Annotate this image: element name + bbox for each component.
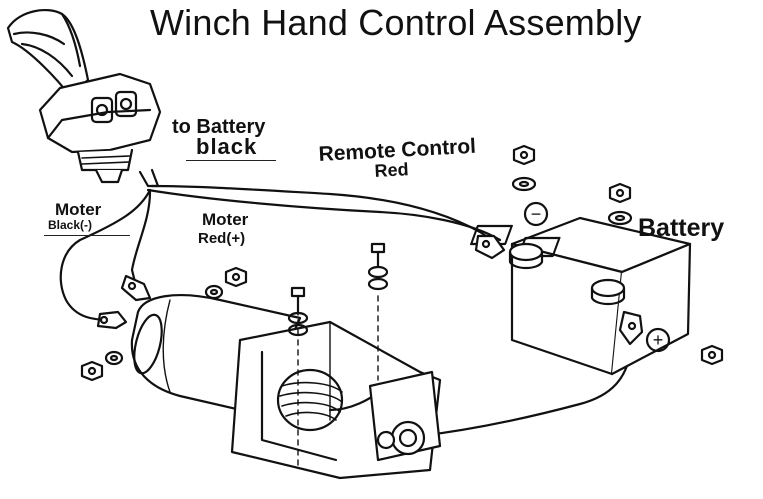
hardware-parts: [80, 144, 724, 382]
label-battery: Battery: [638, 214, 725, 242]
diagram-title: Winch Hand Control Assembly: [150, 2, 642, 43]
label-moter-red: Moter: [202, 210, 249, 229]
label-red-positive: Red(+): [198, 230, 246, 247]
motor-terminals: [96, 274, 152, 330]
label-moter-black: Moter: [55, 200, 102, 219]
underline-moter-black: [44, 235, 130, 236]
negative-terminal-sign: −: [531, 204, 542, 224]
positive-terminal-sign: +: [653, 330, 664, 350]
label-black-negative: Black(-): [48, 218, 93, 232]
underline-black: [186, 160, 276, 161]
battery-illustration: [470, 201, 692, 376]
hand-controller: [6, 8, 162, 188]
label-black: black: [196, 134, 258, 159]
label-red: Red: [374, 159, 410, 181]
label-to-battery: to Battery: [172, 116, 266, 138]
winch-assembly: [130, 294, 442, 480]
